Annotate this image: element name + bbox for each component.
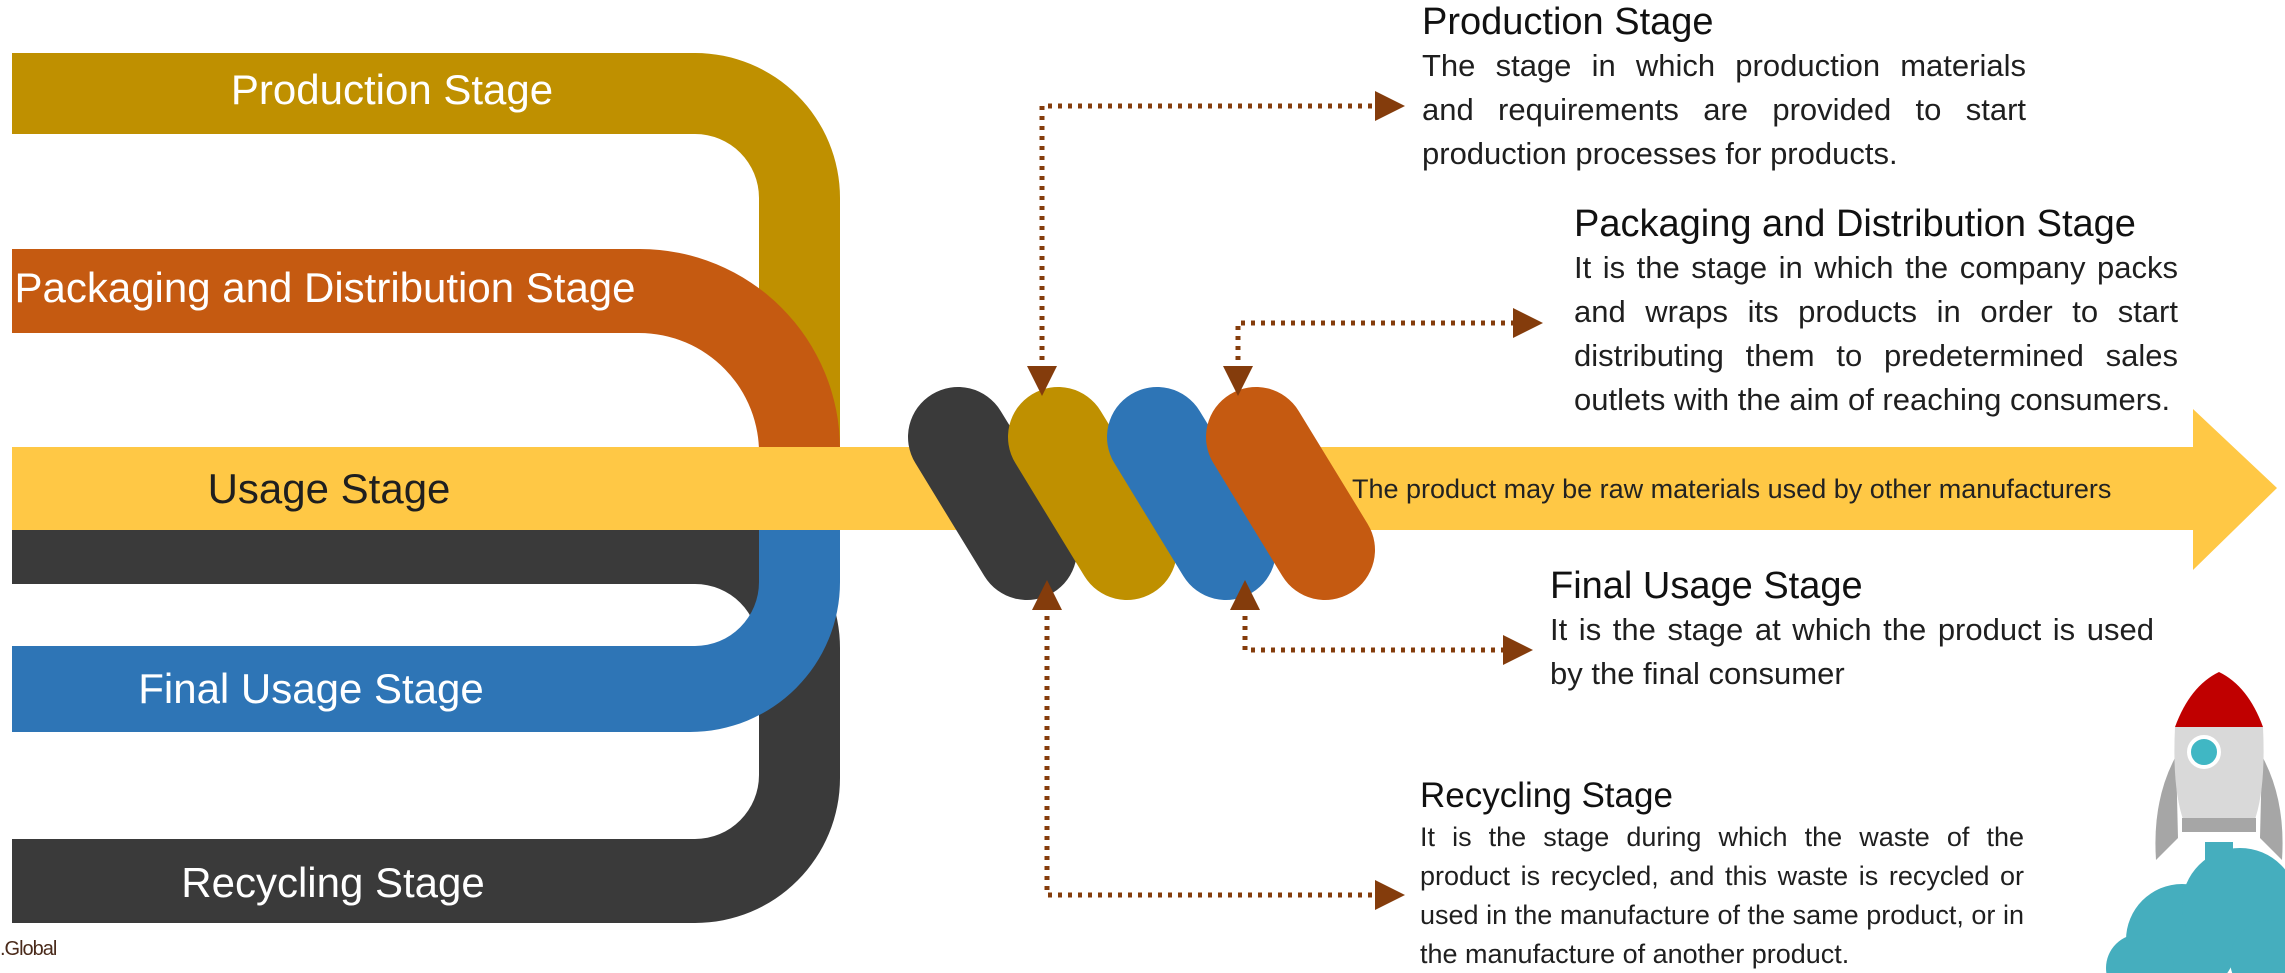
connector-recycling [1032,580,1405,910]
twisted-knot [908,387,1375,600]
knot-segment-production [1008,387,1177,600]
band-packaging [12,249,840,456]
smoke-cloud-icon [2106,842,2285,973]
connectors [1027,91,1543,910]
knot-segment-packaging [1206,387,1375,600]
footer-brand: .Global [0,938,57,960]
band-label-final-usage: Final Usage Stage [138,665,484,712]
connector-packaging [1223,308,1543,396]
description-production-title: Production Stage [1422,1,1714,43]
band-label-packaging: Packaging and Distribution Stage [14,264,635,311]
description-recycling-text: It is the stage during which the waste o… [1420,822,2024,969]
band-final-usage [12,447,840,732]
description-final-usage-text: It is the stage at which the product is … [1550,612,2154,691]
description-recycling: Recycling Stage It is the stage during w… [1420,774,2024,973]
knot-segment-final-usage [1107,387,1276,600]
band-production [12,53,840,447]
description-packaging-text: It is the stage in which the company pac… [1574,250,2178,417]
band-label-recycling: Recycling Stage [181,859,485,906]
band-label-usage: Usage Stage [208,465,451,512]
usage-arrow-caption: The product may be raw materials used by… [1352,474,2111,504]
band-label-production: Production Stage [231,66,553,113]
knot-segment-recycling [908,387,1077,600]
description-final-usage: Final Usage Stage It is the stage at whi… [1550,564,2154,696]
description-packaging-title: Packaging and Distribution Stage [1574,203,2136,245]
description-recycling-title: Recycling Stage [1420,776,1673,815]
description-final-usage-title: Final Usage Stage [1550,565,1863,607]
description-production-text: The stage in which production materials … [1422,48,2026,171]
description-production: Production Stage The stage in which prod… [1422,0,2026,176]
band-recycling [12,503,840,923]
connector-production [1027,91,1405,396]
rocket-icon [2106,672,2285,973]
connector-final-usage [1230,580,1533,665]
description-packaging: Packaging and Distribution Stage It is t… [1574,202,2178,422]
